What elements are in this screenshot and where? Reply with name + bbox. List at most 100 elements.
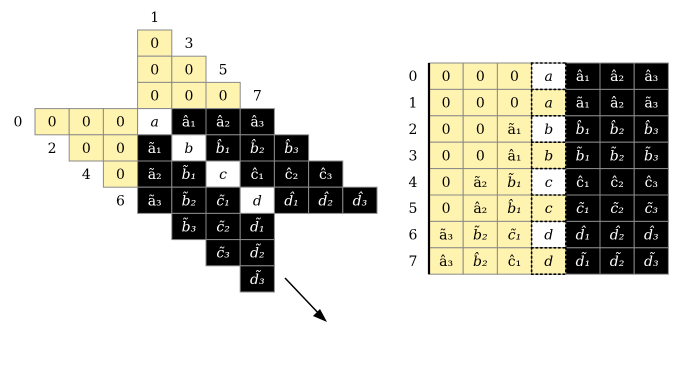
grid-cell: c̃₂	[205, 212, 241, 241]
column-index-label: 1	[150, 10, 159, 26]
column-index-label: 7	[253, 89, 262, 105]
row-index-label: 7	[409, 254, 418, 270]
cell-value: c̃₂	[216, 220, 230, 236]
grid-cell: ã₁	[565, 88, 601, 117]
grid-cell: d	[531, 220, 567, 249]
cell-value: 0	[510, 96, 519, 112]
grid-cell: ĉ₃	[308, 160, 344, 188]
grid-cell: d̂₂	[599, 220, 635, 249]
grid-cell: â₂	[205, 108, 241, 136]
cell-value: 0	[476, 122, 485, 138]
grid-cell: d̃₃	[239, 265, 275, 293]
cell-value: a	[545, 96, 553, 112]
grid-cell: 0	[102, 134, 139, 162]
grid-cell: ã₃	[633, 88, 669, 117]
grid-cell: c	[205, 160, 241, 188]
grid-cell: 0	[137, 55, 173, 83]
grid-cell: d̃₁	[565, 247, 601, 275]
grid-cell: 0	[171, 55, 207, 83]
grid-cell: â₁	[565, 62, 601, 90]
cell-value: b̂₁	[576, 119, 591, 138]
arrow-icon	[284, 277, 327, 322]
grid-cell: d̂₃	[633, 220, 669, 249]
grid-cell: 0	[428, 168, 464, 196]
cell-value: ĉ₁	[251, 167, 264, 183]
grid-cell: d̂₁	[273, 186, 310, 214]
grid-cell: â₂	[599, 62, 635, 90]
grid-cell: 0	[205, 81, 241, 110]
grid-cell: b̃₁	[171, 160, 207, 188]
cell-value: d̃₃	[250, 269, 265, 288]
dotted-column-markers	[530, 62, 567, 276]
cell-value: 0	[116, 115, 125, 131]
cell-value: b̃₂	[473, 225, 488, 244]
grid-cell: b̃₂	[462, 220, 498, 249]
cell-value: c̃₁	[576, 201, 589, 217]
cell-value: 0	[476, 69, 485, 85]
cell-value: b	[544, 122, 553, 138]
cell-value: ã₁	[148, 141, 162, 157]
grid-cell: a	[137, 108, 173, 136]
cell-value: d̂₂	[610, 225, 625, 244]
cell-value: ã₃	[148, 193, 162, 209]
grid-cell: ĉ₃	[633, 168, 669, 196]
cell-value: b̂₃	[644, 119, 659, 138]
cell-value: 0	[116, 141, 125, 157]
grid-cell: 0	[462, 115, 498, 143]
grid-cell: ã₁	[137, 134, 173, 162]
cell-value: b	[544, 148, 553, 164]
grid-cell: 0	[428, 115, 464, 143]
column-index-label: 3	[184, 36, 193, 52]
grid-cell: b̃₃	[633, 141, 669, 170]
grid-cell: 0	[68, 134, 104, 162]
cell-value: a	[151, 115, 159, 131]
cell-value: â₁	[576, 69, 590, 85]
grid-cell: a	[531, 88, 567, 117]
grid-cell: 0	[428, 141, 464, 170]
grid-cell: b	[531, 115, 567, 143]
grid-cell: b̃₃	[171, 212, 207, 241]
cell-value: d̃₃	[644, 251, 659, 270]
cell-value: b̃₁	[182, 164, 197, 183]
grid-cell: 0	[428, 62, 464, 90]
cell-value: 0	[82, 115, 91, 131]
grid-cell: c̃₃	[205, 239, 241, 267]
cell-value: b̂₂	[473, 251, 488, 270]
row-index-label: 6	[409, 228, 418, 244]
grid-cell: d̃₃	[633, 247, 669, 275]
cell-value: d̂₃	[353, 190, 368, 209]
grid-cell: b̂₁	[205, 134, 241, 162]
grid-cell: b̃₁	[565, 141, 601, 170]
grid-cell: ã₂	[462, 168, 498, 196]
cell-value: ĉ₁	[508, 254, 521, 270]
cell-value: 0	[116, 167, 125, 183]
grid-cell: â₃	[239, 108, 275, 136]
grid-cell: ã₃	[428, 220, 464, 249]
grid-cell: 0	[137, 29, 173, 57]
cell-value: b̂₁	[216, 138, 231, 157]
cell-value: c̃₂	[610, 201, 624, 217]
row-index-label: 3	[409, 148, 418, 164]
grid-cell: ã₂	[137, 160, 173, 188]
cell-value: â₃	[439, 254, 453, 270]
cell-value: 0	[442, 201, 451, 217]
cell-value: â₃	[644, 69, 658, 85]
cell-value: b̃₂	[182, 190, 197, 209]
grid-cell: 0	[428, 194, 464, 222]
cell-value: d̃₂	[250, 243, 265, 262]
cell-value: 0	[476, 148, 485, 164]
cell-value: d̂₃	[644, 225, 659, 244]
cell-value: b̃₁	[507, 172, 522, 191]
grid-cell: 0	[137, 81, 173, 110]
cell-value: â₂	[610, 69, 624, 85]
cell-value: c	[219, 167, 227, 183]
cell-value: ã₁	[576, 96, 590, 112]
cell-value: d̃₁	[576, 251, 591, 270]
cell-value: b	[184, 141, 193, 157]
cell-value: c̃₁	[508, 228, 521, 244]
grid-cell: d	[531, 247, 567, 275]
grid-cell: d̂₂	[308, 186, 344, 214]
cell-value: 0	[48, 115, 57, 131]
cell-value: 0	[510, 69, 519, 85]
